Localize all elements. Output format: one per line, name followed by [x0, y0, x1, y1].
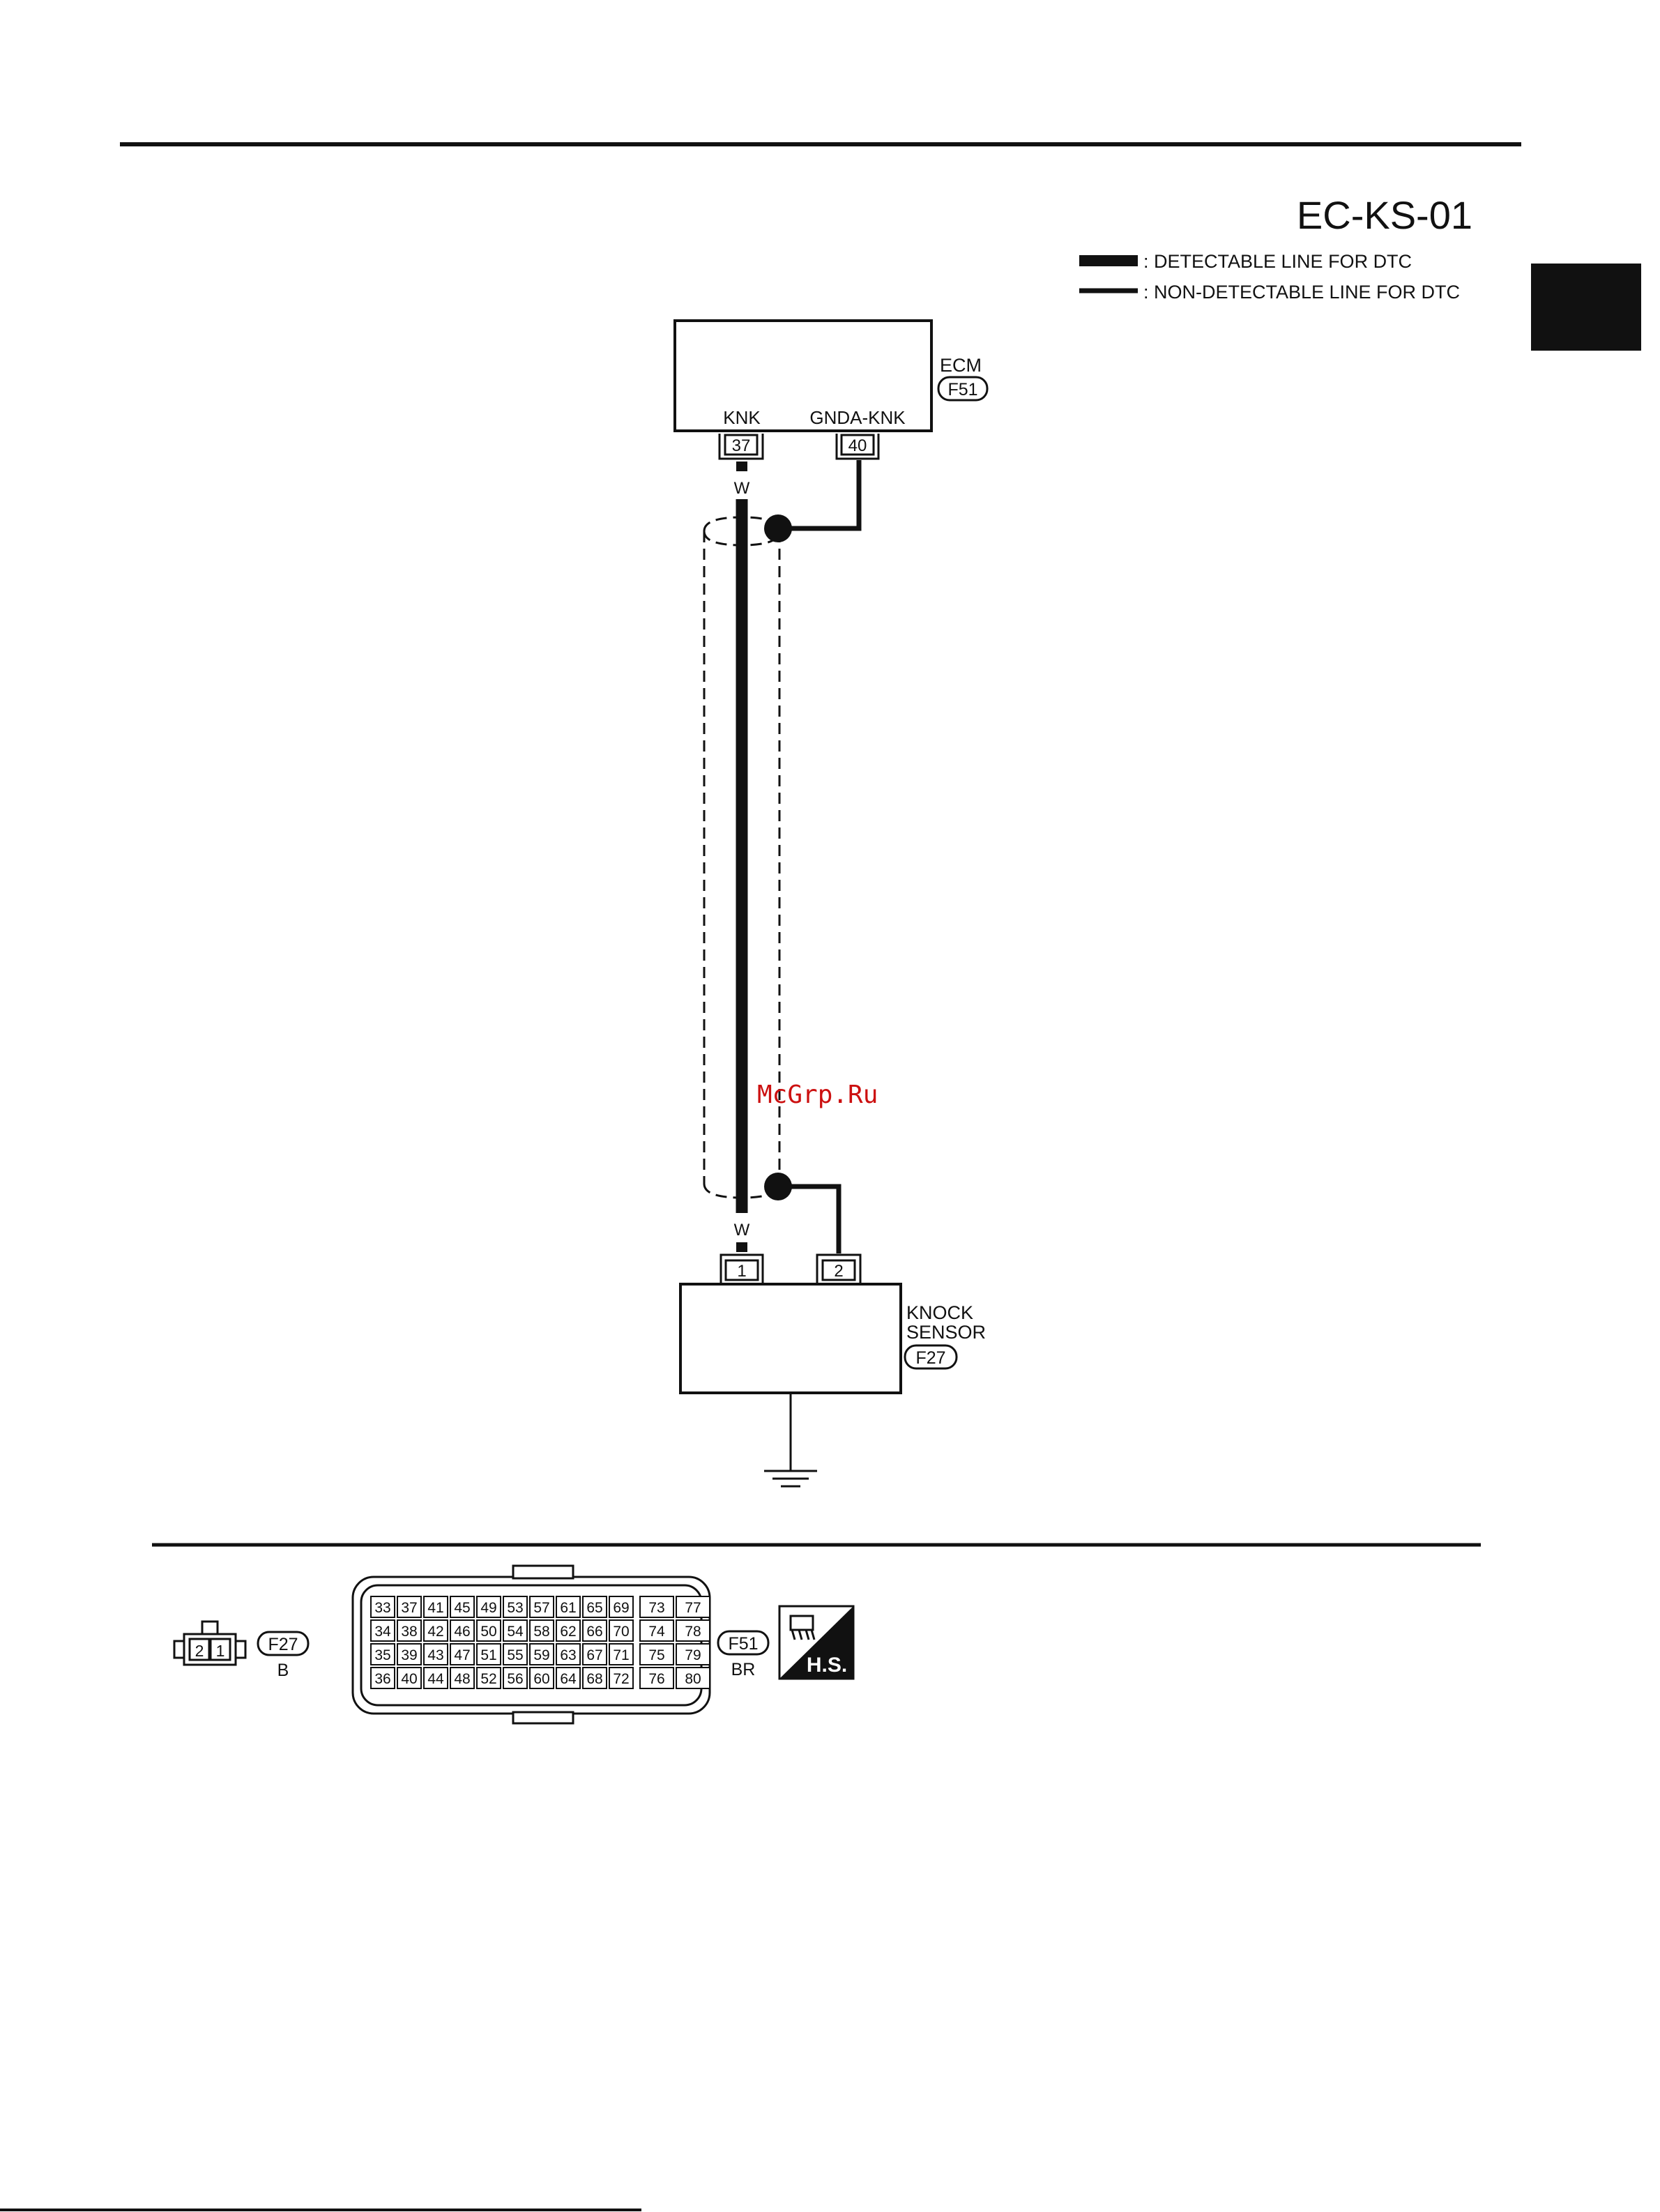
knock-sensor-name-line1: KNOCK — [906, 1302, 973, 1323]
f51-pin-number: 56 — [507, 1671, 523, 1687]
f51-pin-number: 42 — [427, 1624, 443, 1640]
sensor-1-stub — [736, 1242, 747, 1252]
f51-pin-number: 35 — [374, 1647, 390, 1663]
f51-pin-number: 50 — [480, 1624, 496, 1640]
f51-pin-number: 68 — [586, 1671, 602, 1687]
harness-side-icon: H.S. — [779, 1606, 853, 1679]
f51-pin-number: 34 — [374, 1624, 391, 1640]
f51-pin-number: 79 — [685, 1647, 701, 1663]
f27-connector-face — [174, 1622, 245, 1665]
f51-pin-number: 39 — [401, 1647, 417, 1663]
f51-pin-number: 75 — [648, 1647, 664, 1663]
f51-pin-number: 36 — [374, 1671, 390, 1687]
f51-pin-number: 46 — [454, 1624, 470, 1640]
f51-pin-number: 47 — [454, 1647, 470, 1663]
f27-badge-id: F27 — [268, 1635, 298, 1654]
sensor-terminal-1: 1 — [721, 1255, 763, 1283]
ground-icon — [764, 1393, 817, 1486]
legend-non-detectable-label: : NON-DETECTABLE LINE FOR DTC — [1143, 282, 1460, 303]
f51-pin-number: 33 — [374, 1600, 390, 1616]
f51-pin-number: 62 — [560, 1624, 576, 1640]
watermark: McGrp.Ru — [757, 1081, 878, 1109]
diagram-title: EC-KS-01 — [1297, 193, 1472, 237]
f51-pin-number: 40 — [401, 1671, 417, 1687]
f51-pin-number: 48 — [454, 1671, 470, 1687]
f51-pin-number: 54 — [507, 1624, 524, 1640]
ecm-terminal-40-number: 40 — [848, 436, 867, 455]
f51-pin-number: 76 — [648, 1671, 664, 1687]
f51-pin-number: 53 — [507, 1600, 523, 1616]
f51-pin-number: 58 — [533, 1624, 549, 1640]
knock-sensor-connector-badge: F27 — [905, 1345, 957, 1368]
f51-pin-number: 69 — [613, 1600, 629, 1616]
ecm-name: ECM — [940, 355, 982, 376]
f51-pin-number: 38 — [401, 1624, 417, 1640]
f27-pin-2: 2 — [195, 1642, 204, 1660]
f51-pin-number: 80 — [685, 1671, 701, 1687]
f51-pin-number: 59 — [533, 1647, 549, 1663]
ecm-terminal-37: 37 — [719, 434, 763, 459]
f51-pin-number: 57 — [533, 1600, 549, 1616]
ecm-terminal-40: 40 — [837, 434, 878, 459]
f51-pin-number: 78 — [685, 1624, 701, 1640]
f51-pin-number: 66 — [586, 1624, 602, 1640]
f51-badge-id: F51 — [728, 1634, 758, 1654]
ecm-terminal-gnda-label: GNDA-KNK — [809, 407, 906, 428]
f51-pin-number: 43 — [427, 1647, 443, 1663]
f51-pin-number: 41 — [427, 1600, 443, 1616]
ecm-connector-badge: F51 — [938, 377, 987, 400]
section-tab — [1531, 264, 1641, 351]
f27-color: B — [277, 1661, 289, 1680]
f51-pin-number: 70 — [613, 1624, 629, 1640]
knock-sensor-box — [680, 1284, 901, 1393]
sensor-terminal-1-number: 1 — [737, 1262, 746, 1281]
f51-pin-number: 64 — [560, 1671, 577, 1687]
ecm-connector-id: F51 — [947, 380, 977, 399]
f51-pin-number: 44 — [427, 1671, 444, 1687]
f51-pin-number: 49 — [480, 1600, 496, 1616]
f51-pin-number: 63 — [560, 1647, 576, 1663]
f51-pin-number: 61 — [560, 1600, 576, 1616]
ecm-37-stub — [736, 462, 747, 471]
f51-pin-number: 55 — [507, 1647, 523, 1663]
f51-pin-number: 77 — [685, 1600, 701, 1616]
f51-pin-number: 37 — [401, 1600, 417, 1616]
f51-pin-number: 67 — [586, 1647, 602, 1663]
hs-label: H.S. — [807, 1654, 847, 1677]
f51-pin-number: 73 — [648, 1600, 664, 1616]
sensor-wire-color: W — [734, 1221, 750, 1240]
ecm-terminal-knk-label: KNK — [723, 407, 761, 428]
f51-pin-number: 74 — [648, 1624, 665, 1640]
f51-pin-number: 72 — [613, 1671, 629, 1687]
f51-pin-number: 65 — [586, 1600, 602, 1616]
f51-pin-number: 45 — [454, 1600, 470, 1616]
ecm-terminal-37-number: 37 — [732, 436, 751, 455]
f27-pin-1: 1 — [216, 1642, 225, 1660]
knock-sensor-connector-id: F27 — [915, 1348, 945, 1368]
sensor-terminal-2: 2 — [817, 1255, 860, 1283]
ecm-wire-color: W — [734, 479, 750, 498]
knock-sensor-name-line2: SENSOR — [906, 1322, 986, 1343]
sensor-terminal-2-number: 2 — [834, 1262, 843, 1281]
f51-badge: F51 — [718, 1631, 768, 1654]
f51-pin-number: 52 — [480, 1671, 496, 1687]
f51-pin-number: 51 — [480, 1647, 496, 1663]
shield-ground-wire-ecm — [778, 460, 859, 528]
f27-badge: F27 — [258, 1632, 308, 1655]
f51-color: BR — [731, 1660, 756, 1679]
legend-detectable-label: : DETECTABLE LINE FOR DTC — [1143, 251, 1412, 272]
f51-pin-grid: 33 37 41 45 49 53 57 61 65 69 73 77 34 38 42 46 50 54 58 62… — [371, 1596, 710, 1688]
f51-pin-number: 71 — [613, 1647, 629, 1663]
f51-pin-number: 60 — [533, 1671, 549, 1687]
